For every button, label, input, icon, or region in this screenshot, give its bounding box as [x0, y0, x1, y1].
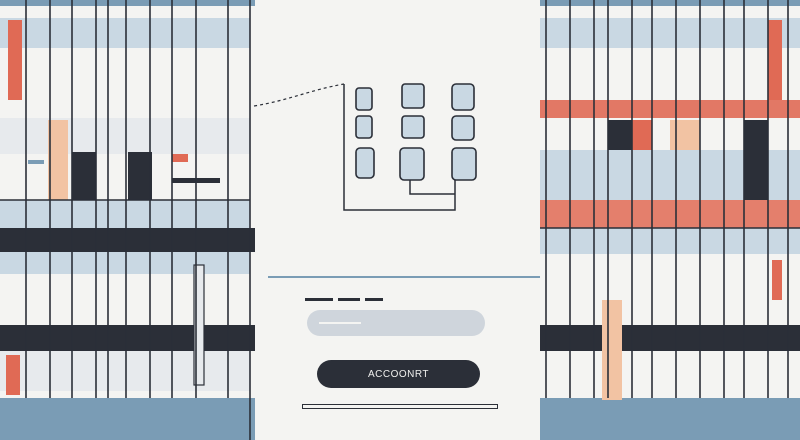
key-slots-icon	[253, 83, 477, 211]
slot-icon	[355, 83, 477, 181]
progress-bar	[302, 404, 498, 409]
account-button[interactable]: ACCOONRT	[317, 360, 480, 388]
input-text-placeholder-bar	[319, 322, 361, 324]
left-server-rack	[0, 0, 258, 440]
cable-icon	[253, 83, 345, 107]
account-input[interactable]	[307, 310, 485, 336]
right-server-rack	[540, 0, 800, 440]
panel-divider	[268, 276, 540, 278]
account-field-label	[305, 298, 383, 301]
account-button-label: ACCOONRT	[367, 368, 430, 380]
